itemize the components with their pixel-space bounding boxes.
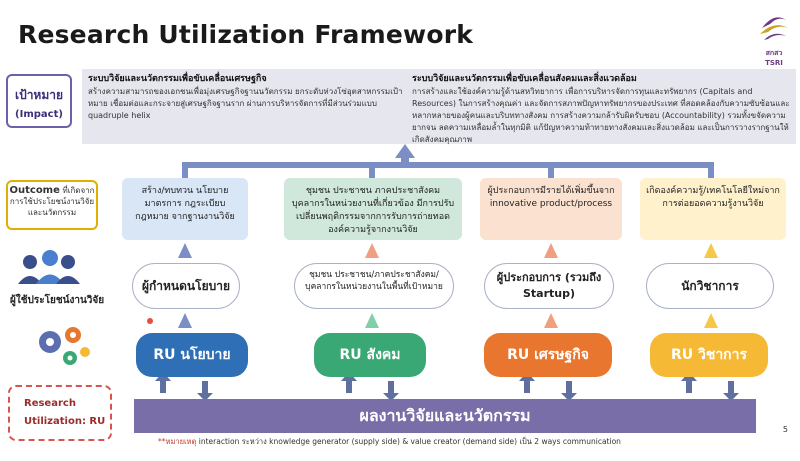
ru-user-arrow-4: [704, 313, 718, 328]
outcome-label-text: ที่เกิดจากการใช้ประโยชน์งานวิจัยและนวัตก…: [9, 186, 95, 217]
users-caption: ผู้ใช้ประโยชน์งานวิจัย: [10, 295, 105, 306]
user-outcome-arrow-3: [544, 243, 558, 258]
impact-economy-heading: ระบบวิจัยและนวัตกรรมเพื่อขับเคลื่อนเศรษฐ…: [88, 74, 267, 84]
impact-up-arrow: [395, 144, 415, 158]
users-group-icon: [18, 250, 80, 284]
impact-society-heading: ระบบวิจัยและนวัตกรรมเพื่อขับเคลื่อนสังคม…: [412, 74, 637, 84]
outcome-riser-1: [182, 162, 188, 178]
user-entrepreneur: ผู้ประกอบการ (รวมถึง Startup): [484, 263, 614, 309]
footnote-mark: **หมายเหตุ: [158, 437, 197, 446]
footnote-text: interaction ระหว่าง knowledge generator …: [198, 437, 621, 446]
impact-society-body: การสร้างและใช้องค์ความรู้ด้านสหวิทยาการ …: [412, 87, 790, 144]
logo-text: สกสว TSRI: [765, 49, 783, 67]
two-way-arrows: [155, 372, 739, 401]
outcome-policy: สร้าง/ทบทวน นโยบาย มาตรการ กฎระเบียบ กฎห…: [122, 178, 248, 240]
ru-label-line1: Research: [24, 398, 76, 409]
gears-icon: [39, 327, 90, 365]
user-outcome-arrow-4: [704, 243, 718, 258]
impact-panel: ระบบวิจัยและนวัตกรรมเพื่อขับเคลื่อนเศรษฐ…: [82, 69, 796, 144]
page-title: Research Utilization Framework: [18, 20, 474, 49]
tsri-logo-mark: [760, 17, 788, 40]
outcome-label-head: Outcome: [9, 185, 60, 196]
outcome-riser-3: [548, 162, 554, 178]
ru-academic: RU วิชาการ: [650, 333, 768, 377]
impact-economy: ระบบวิจัยและนวัตกรรมเพื่อขับเคลื่อนเศรษฐ…: [88, 73, 408, 122]
user-policymaker: ผู้กำหนดนโยบาย: [132, 263, 240, 309]
outcome-connector: [185, 162, 713, 168]
impact-label: เป้าหมาย (Impact): [6, 74, 72, 128]
ru-label-line2: Utilization: RU: [24, 416, 106, 427]
impact-label-english: (Impact): [15, 109, 63, 120]
cursor-dot: [147, 318, 153, 324]
page-number: 5: [782, 425, 788, 434]
ru-user-arrow-1: [178, 313, 192, 328]
research-output-bar: ผลงานวิจัยและนวัตกรรม: [134, 399, 756, 433]
user-academic: นักวิชาการ: [646, 263, 774, 309]
ru-society: RU สังคม: [314, 333, 426, 377]
user-outcome-arrow-2: [365, 243, 379, 258]
ru-user-arrow-2: [365, 313, 379, 328]
user-outcome-arrow-1: [178, 243, 192, 258]
outcome-society: ชุมชน ประชาชน ภาคประชาสังคม บุคลากรในหน่…: [284, 178, 462, 240]
ru-user-arrow-3: [544, 313, 558, 328]
research-utilization-label: Research Utilization: RU: [8, 385, 112, 441]
impact-economy-body: สร้างความสามารถของเอกชนเพื่อมุ่งเศรษฐกิจ…: [88, 87, 403, 120]
ru-economy: RU เศรษฐกิจ: [484, 333, 612, 377]
outcome-riser-2: [369, 162, 375, 178]
outcome-economy: ผู้ประกอบการมีรายได้เพิ่มขึ้นจาก innovat…: [480, 178, 622, 240]
outcome-label: Outcome ที่เกิดจากการใช้ประโยชน์งานวิจัย…: [6, 180, 98, 230]
impact-stem: [401, 157, 409, 164]
ru-policy: RU นโยบาย: [136, 333, 248, 377]
impact-society: ระบบวิจัยและนวัตกรรมเพื่อขับเคลื่อนสังคม…: [412, 73, 790, 146]
outcome-riser-4: [708, 162, 714, 178]
footnote: **หมายเหตุ interaction ระหว่าง knowledge…: [158, 436, 621, 448]
outcome-academic: เกิดองค์ความรู้/เทคโนโลยีใหม่จากการต่อยอ…: [640, 178, 786, 240]
user-community: ชุมชน ประชาชน/ภาคประชาสังคม/บุคลากรในหน่…: [294, 263, 454, 309]
tsri-logo: สกสว TSRI: [756, 6, 792, 67]
impact-label-thai: เป้าหมาย: [14, 88, 64, 102]
